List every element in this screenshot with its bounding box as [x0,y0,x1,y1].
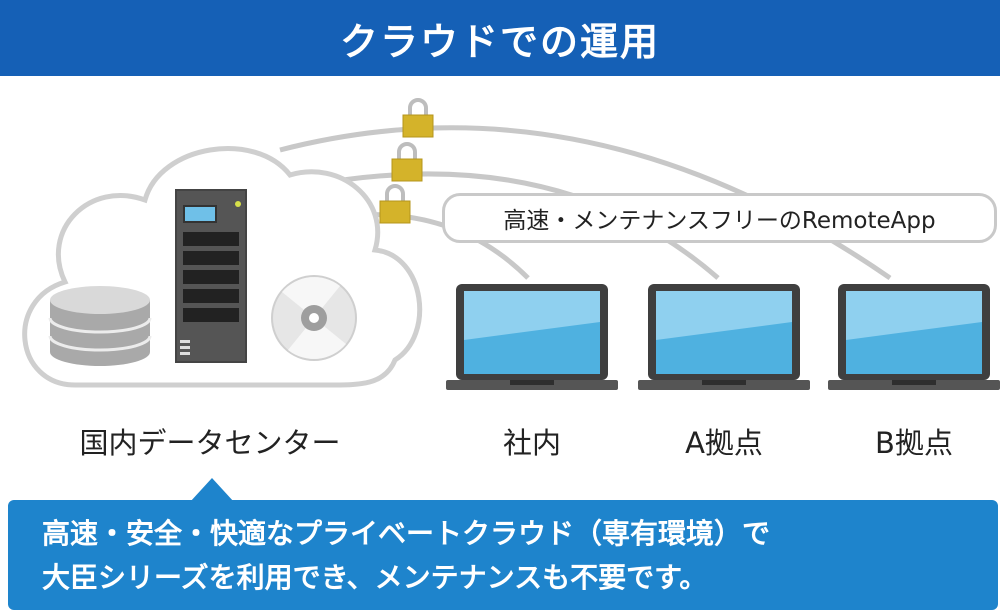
lock-icon [379,184,411,224]
description-line-2: 大臣シリーズを利用でき、メンテナンスも不要です。 [42,561,708,594]
laptop-icon [828,284,1000,390]
description-box: 高速・安全・快適なプライベートクラウド（専有環境）で 大臣シリーズを利用でき、メ… [8,500,998,610]
server-icon [175,189,247,363]
remoteapp-label: 高速・メンテナンスフリーのRemoteApp [442,193,997,243]
laptop-icon [638,284,810,390]
site-label-a: A拠点 [685,426,763,460]
site-label-b: B拠点 [875,426,953,460]
laptop-icon [446,284,618,390]
site-label-office: 社内 [502,426,561,460]
lock-icon [391,142,423,182]
description-line-1: 高速・安全・快適なプライベートクラウド（専有環境）で [42,517,771,550]
note-pointer [190,478,234,502]
lock-icon [402,98,434,138]
database-icon [48,286,152,366]
connection-line-a [311,171,720,280]
page-title: クラウドでの運用 [339,19,660,64]
cloud-label: 国内データセンター [79,426,341,460]
disc-icon [271,275,357,361]
header-bar: クラウドでの運用 [0,0,1000,76]
